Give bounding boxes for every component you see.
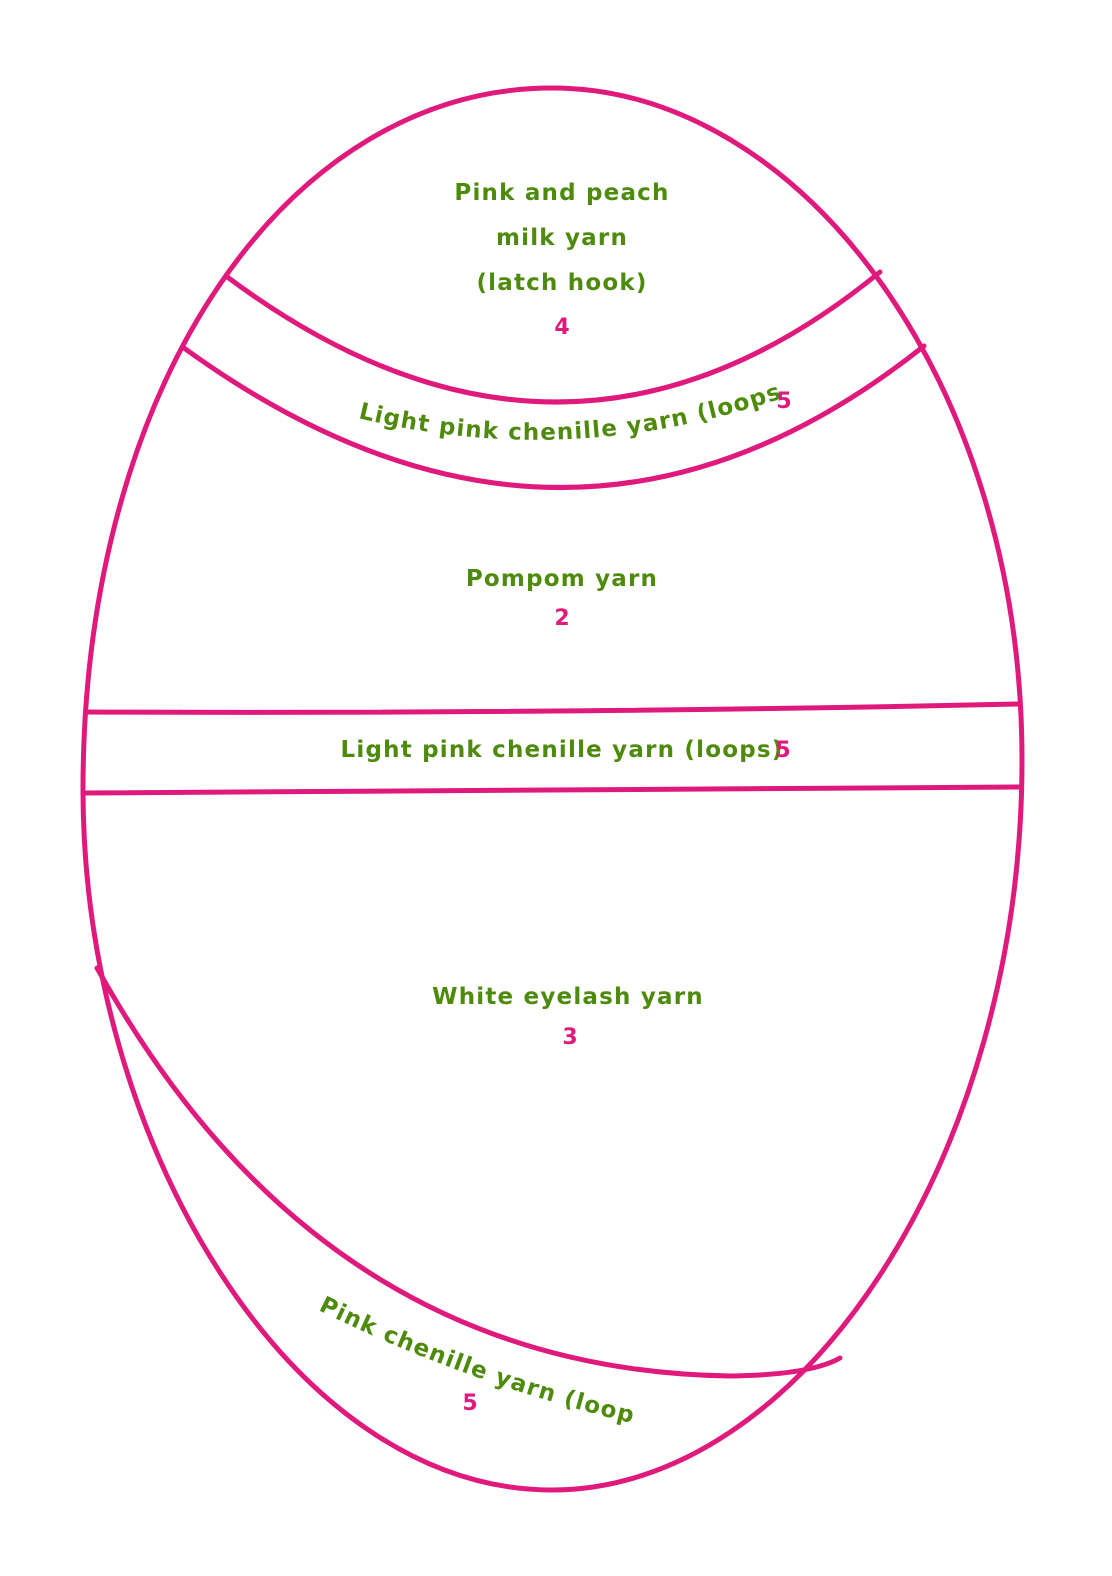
top-band-lower-line <box>181 343 927 490</box>
top-section-label-line-3: (latch hook) <box>476 270 647 296</box>
lower-section-number: 3 <box>562 1025 577 1050</box>
bottom-section-number: 5 <box>462 1391 477 1416</box>
top-section-number: 4 <box>554 315 569 340</box>
upper-band-number: 5 <box>776 389 791 414</box>
lower-section-label: White eyelash yarn <box>432 984 704 1010</box>
center-band-lower-line <box>80 784 1024 796</box>
top-band-upper-line <box>223 269 883 405</box>
center-band-upper-line <box>84 701 1022 715</box>
top-section-label-line-2: milk yarn <box>496 225 628 251</box>
top-section-label-line-1: Pink and peach <box>454 180 669 206</box>
bottom-curve-line <box>94 965 843 1379</box>
upper-band-label: Light pink chenille yarn (loops) <box>0 0 785 446</box>
center-band-number: 5 <box>775 738 790 763</box>
egg-outline <box>80 85 1025 1493</box>
center-band-label: Light pink chenille yarn (loops) <box>341 737 784 763</box>
upper-band-label-path: Light pink chenille yarn (loops) <box>0 0 784 446</box>
middle-section-label: Pompom yarn <box>466 566 658 592</box>
middle-section-number: 2 <box>554 606 569 631</box>
